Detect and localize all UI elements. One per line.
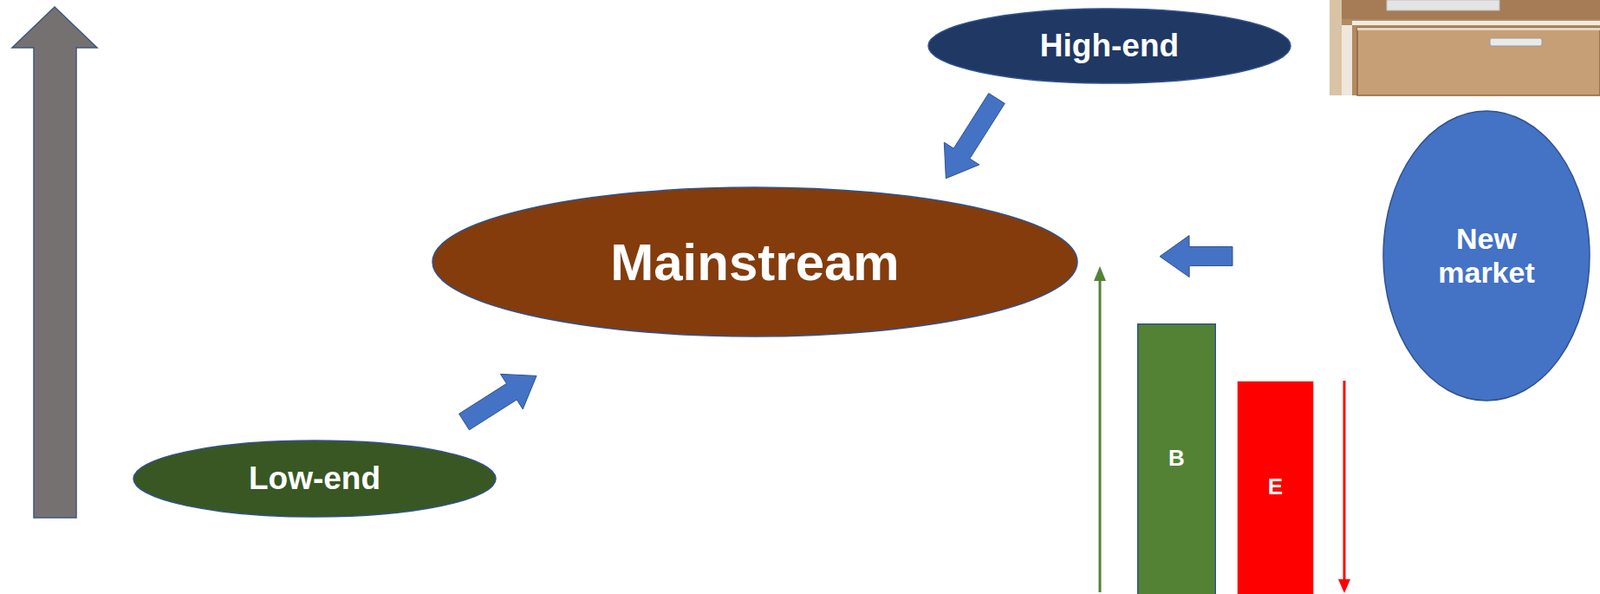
growth-arrow-head	[1093, 266, 1106, 281]
side-panel	[1329, 0, 1342, 96]
frame-leg	[1341, 25, 1353, 96]
node-label: E	[1268, 474, 1283, 501]
white-edge	[1352, 20, 1600, 26]
block-arrow	[459, 373, 537, 430]
segment-ellipse: New market	[1382, 110, 1591, 402]
node-label: High-end	[1040, 27, 1179, 66]
effort-bar: E	[1236, 380, 1314, 594]
node-label: New market	[1421, 221, 1552, 290]
bar-fill	[1237, 381, 1314, 594]
segment-ellipse: High-end	[927, 7, 1292, 85]
drawer-handle	[1489, 38, 1542, 46]
device-on-shelf	[1386, 0, 1500, 11]
text-group: Low-end	[248, 460, 381, 498]
benefit-bar: B	[1137, 323, 1217, 594]
block-arrow	[943, 93, 1005, 179]
drawer-front	[1357, 27, 1600, 96]
scale-arrow	[12, 6, 98, 518]
ellipse-fill	[1383, 110, 1590, 401]
node-label: Mainstream	[610, 232, 899, 293]
photo-ground	[1329, 0, 1600, 96]
bar-fill	[1138, 324, 1217, 594]
text-group: B	[1168, 445, 1185, 472]
text-group: High-end	[1040, 27, 1179, 66]
text-group: New market	[1421, 221, 1552, 290]
node-label: Low-end	[248, 460, 381, 498]
ellipse-fill	[928, 8, 1291, 84]
growth-arrow-line	[1099, 279, 1102, 592]
ellipse-fill	[432, 187, 1078, 337]
text-group: Mainstream	[610, 232, 899, 293]
ellipse-fill	[133, 440, 496, 517]
block-arrow	[1159, 235, 1233, 278]
segment-ellipse: Low-end	[132, 439, 497, 518]
node-label: B	[1168, 445, 1185, 472]
furniture-photo	[1329, 0, 1600, 96]
drawer-highlight	[1357, 27, 1600, 31]
text-group: E	[1268, 474, 1283, 501]
top-shelf	[1341, 0, 1600, 20]
segment-ellipse: Mainstream	[431, 186, 1079, 338]
decline-arrow-line	[1343, 380, 1347, 581]
decline-arrow-head	[1338, 578, 1351, 593]
